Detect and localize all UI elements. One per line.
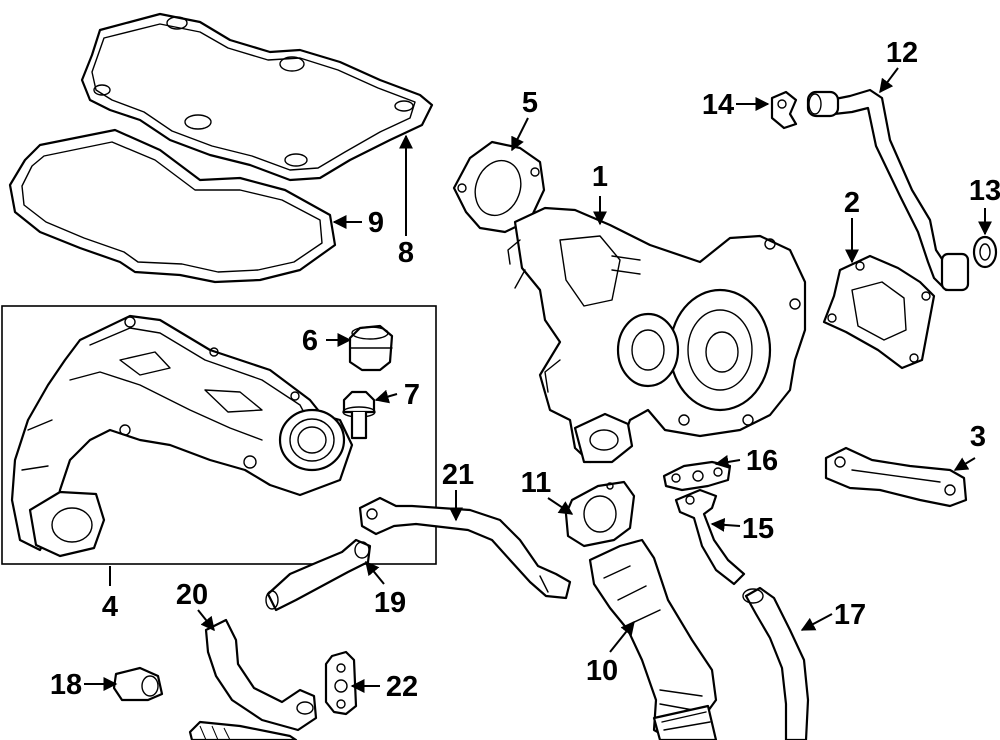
callout-18: 18 (50, 669, 82, 701)
leader-3 (953, 457, 976, 471)
callout-3: 3 (970, 421, 986, 453)
callout-1: 1 (592, 161, 608, 193)
part-17-hose (742, 586, 810, 740)
callout-2: 2 (844, 187, 860, 219)
callout-7: 7 (404, 379, 420, 411)
part-3-bracket (824, 446, 968, 508)
part-1-turbocharger (507, 206, 807, 464)
callout-14: 14 (702, 89, 734, 121)
leader-15 (710, 517, 741, 532)
part-18-connector (112, 666, 164, 702)
leader-17 (800, 613, 833, 631)
callout-4: 4 (102, 591, 118, 623)
part-9-gasket (8, 128, 337, 284)
callout-17: 17 (834, 599, 866, 631)
part-6-cap (348, 324, 394, 372)
callout-16: 16 (746, 445, 778, 477)
callout-11: 11 (521, 467, 552, 499)
part-22-gasket (324, 650, 358, 716)
part-16-gasket (662, 460, 732, 492)
leader-20 (197, 609, 215, 632)
part-14-clip (770, 90, 798, 130)
leader-12 (879, 67, 899, 94)
part-4-manifold (10, 314, 354, 558)
leader-16 (714, 455, 741, 469)
part-4-box (1, 305, 437, 565)
callout-labels: 1 2 3 4 5 6 7 8 9 10 11 12 13 14 15 16 1… (50, 37, 1000, 703)
callout-21: 21 (442, 459, 474, 491)
callout-5: 5 (522, 87, 538, 119)
leader-lines (84, 67, 992, 693)
leader-11 (547, 497, 574, 515)
part-20-pipe (188, 618, 318, 740)
callout-22: 22 (386, 671, 418, 703)
leader-5 (511, 117, 529, 152)
callout-12: 12 (886, 37, 918, 69)
callout-6: 6 (302, 325, 318, 357)
callout-19: 19 (374, 587, 406, 619)
part-10-hose (588, 538, 718, 740)
callout-9: 9 (368, 207, 384, 239)
callout-8: 8 (398, 237, 414, 269)
part-8-cover (80, 12, 434, 182)
callout-13: 13 (969, 175, 1000, 207)
callout-15: 15 (742, 513, 774, 545)
part-19-hose (265, 538, 372, 612)
part-2-gasket (822, 254, 936, 370)
leader-7 (374, 389, 398, 404)
callout-10: 10 (586, 655, 618, 687)
part-21-pipe (358, 496, 572, 600)
part-13-washer (972, 235, 998, 269)
leader-19 (365, 560, 385, 585)
leader-10 (609, 620, 635, 653)
callout-20: 20 (176, 579, 208, 611)
part-12-oil-line (806, 88, 970, 292)
part-11-flange (564, 480, 636, 548)
part-7-fitting (342, 390, 376, 440)
part-15-tube (674, 488, 746, 586)
